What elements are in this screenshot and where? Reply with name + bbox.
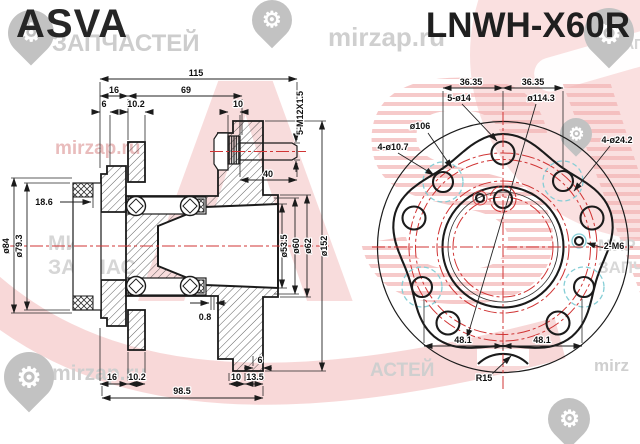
dimension-label: 48.1 xyxy=(454,335,472,345)
seal-lower xyxy=(72,295,94,311)
watermark-text: ЗАПЧАСТЕЙ xyxy=(52,30,200,57)
dimension-label: 5-M12X1.5 xyxy=(295,91,305,135)
dimension-label: 6 xyxy=(257,355,262,365)
watermark-text: АСТЕЙ xyxy=(370,360,435,381)
rib-upper xyxy=(127,141,146,183)
flange-circle xyxy=(472,190,488,206)
dimension-lines xyxy=(10,75,326,402)
dimension-label: 6 xyxy=(101,99,106,109)
dimension-label: 2-M6 xyxy=(604,241,625,251)
flange-circle xyxy=(579,205,605,231)
dimension-label: ø62 xyxy=(303,238,313,254)
dimension-label: 4-ø10.7 xyxy=(377,142,408,152)
brand-logo-text: ASVA xyxy=(16,2,129,46)
watermark-text: mirzap.ru xyxy=(52,362,147,385)
dimension-label: ø114.3 xyxy=(527,93,555,103)
dimension-label: 98.5 xyxy=(173,386,191,396)
dimension-label: 13.5 xyxy=(246,372,264,382)
mount-flange-lower xyxy=(100,279,127,327)
dimension-label: R15 xyxy=(476,373,493,383)
watermark-text: mirz xyxy=(594,356,629,375)
watermark-text: mirzap.ru xyxy=(55,138,141,159)
right-view-flange xyxy=(372,84,634,392)
seal-upper xyxy=(72,182,94,198)
dimension-label: 0.8 xyxy=(199,312,212,322)
dimension-label: 16 xyxy=(109,85,119,95)
dimension-label: 36.35 xyxy=(522,77,545,87)
flange-circle xyxy=(551,169,575,193)
dimension-label: ø60 xyxy=(291,238,301,254)
dimension-label: 4-ø24.2 xyxy=(601,135,632,145)
dimension-label: 18.6 xyxy=(35,197,53,207)
dimension-label: ø106 xyxy=(410,121,431,131)
dimension-label: ø84 xyxy=(1,238,11,254)
dimension-label: 16 xyxy=(107,372,117,382)
dimension-label: 10 xyxy=(231,372,241,382)
dimension-label: ø53.5 xyxy=(279,234,289,257)
mount-flange-upper xyxy=(100,165,127,213)
dimension-label: 10.2 xyxy=(128,372,146,382)
dimension-label: 5-ø14 xyxy=(447,93,471,103)
bearing-ball xyxy=(179,195,201,217)
dimension-label: ø79.3 xyxy=(14,234,24,257)
rib-lower xyxy=(127,309,146,351)
dimension-label: 10 xyxy=(233,99,243,109)
dimension-label: 36.35 xyxy=(460,77,483,87)
bearing-ball xyxy=(125,195,147,217)
bearing-ball xyxy=(179,275,201,297)
dimension-label: 115 xyxy=(189,68,204,78)
watermark-text: ЗАПЧ xyxy=(598,258,640,277)
extension-lines-right xyxy=(423,91,583,350)
flange-circle xyxy=(563,266,605,308)
bottom-notch-r15 xyxy=(477,352,529,365)
dimension-label: 48.1 xyxy=(533,335,551,345)
flange-circle xyxy=(474,192,486,204)
dimension-label: ø152 xyxy=(319,236,329,257)
left-view-cross-section xyxy=(8,75,332,402)
flange-circle xyxy=(422,161,464,203)
flange-circle xyxy=(401,266,443,308)
bearing-ball xyxy=(125,275,147,297)
flange-circle xyxy=(435,310,461,336)
dimension-label: 10.2 xyxy=(127,99,145,109)
dimension-label: 40 xyxy=(263,169,273,179)
part-number: LNWH-X60R xyxy=(425,6,630,45)
dimension-lines-right xyxy=(397,84,611,375)
flange-circle xyxy=(401,205,427,231)
dimension-label: 69 xyxy=(181,85,191,95)
flange-circle xyxy=(545,310,571,336)
flange-circle xyxy=(431,170,455,194)
watermark-text: mirzap.ru xyxy=(328,22,446,52)
flange-circle xyxy=(571,233,587,249)
flange-circle xyxy=(573,235,585,247)
